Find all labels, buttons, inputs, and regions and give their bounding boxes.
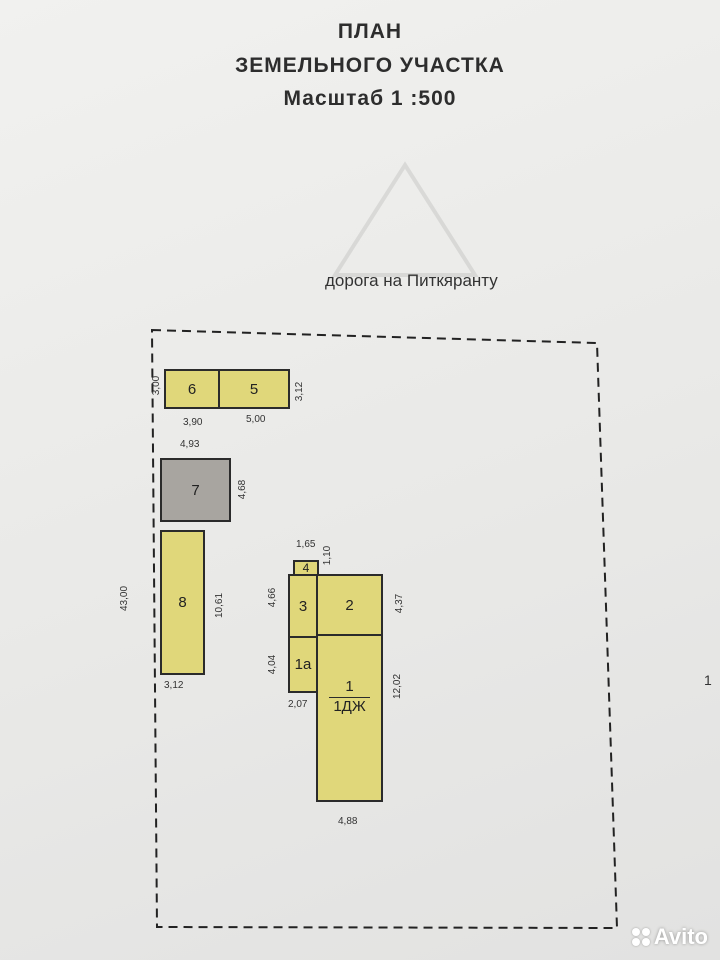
building-5-height: 3,12 bbox=[294, 381, 306, 402]
building-4-number: 4 bbox=[302, 561, 310, 575]
building-6-height: 3,00 bbox=[151, 375, 163, 396]
building-3[interactable]: 3 bbox=[288, 574, 318, 638]
plan-title: ПЛАН bbox=[337, 20, 403, 43]
building-2-number: 2 bbox=[345, 596, 354, 614]
building-4-height: 1,10 bbox=[322, 545, 334, 566]
building-8-width: 3,12 bbox=[164, 680, 184, 691]
avito-watermark: Avito bbox=[631, 924, 708, 950]
building-1a-height: 4,04 bbox=[267, 654, 279, 675]
building-7-height: 4,68 bbox=[237, 479, 249, 500]
building-1[interactable]: 1 1ДЖ bbox=[316, 634, 383, 802]
building-1a-number: 1а bbox=[294, 656, 312, 673]
building-6-number: 6 bbox=[187, 380, 197, 398]
building-5-width: 5,00 bbox=[246, 414, 266, 425]
building-3-number: 3 bbox=[298, 597, 308, 615]
building-8[interactable]: 8 bbox=[160, 530, 205, 675]
building-8-height: 10,61 bbox=[214, 592, 226, 619]
building-1-sublabel: 1ДЖ bbox=[329, 697, 370, 715]
building-2[interactable]: 2 bbox=[316, 574, 383, 636]
building-1-width: 4,88 bbox=[338, 816, 358, 827]
building-7-width: 4,93 bbox=[180, 439, 200, 450]
building-7[interactable]: 7 bbox=[160, 458, 231, 522]
building-4-width: 1,65 bbox=[296, 539, 316, 550]
building-5-number: 5 bbox=[249, 380, 259, 398]
margin-number: 1 bbox=[704, 672, 712, 688]
building-1a[interactable]: 1а bbox=[288, 636, 318, 693]
plot-side-dimension: 43,00 bbox=[119, 585, 131, 612]
building-8-number: 8 bbox=[178, 594, 187, 611]
watermark-text: Avito bbox=[653, 924, 708, 949]
faint-emblem-icon bbox=[331, 161, 479, 277]
plan-scale: Масштаб 1 :500 bbox=[283, 87, 457, 110]
plan-subtitle: ЗЕМЕЛЬНОГО УЧАСТКА bbox=[235, 54, 505, 77]
building-1-number: 1 bbox=[345, 678, 354, 695]
building-6-width: 3,90 bbox=[183, 417, 203, 428]
avito-logo-icon bbox=[631, 928, 650, 946]
building-2-height: 4,37 bbox=[394, 593, 406, 614]
building-7-number: 7 bbox=[191, 481, 200, 499]
road-label: дорога на Питкяранту bbox=[325, 271, 498, 290]
building-1-height: 12,02 bbox=[392, 673, 404, 700]
building-6[interactable]: 6 bbox=[164, 369, 220, 409]
building-5[interactable]: 5 bbox=[218, 369, 290, 409]
building-1a-width: 2,07 bbox=[288, 699, 308, 710]
building-3-height: 4,66 bbox=[267, 587, 279, 608]
